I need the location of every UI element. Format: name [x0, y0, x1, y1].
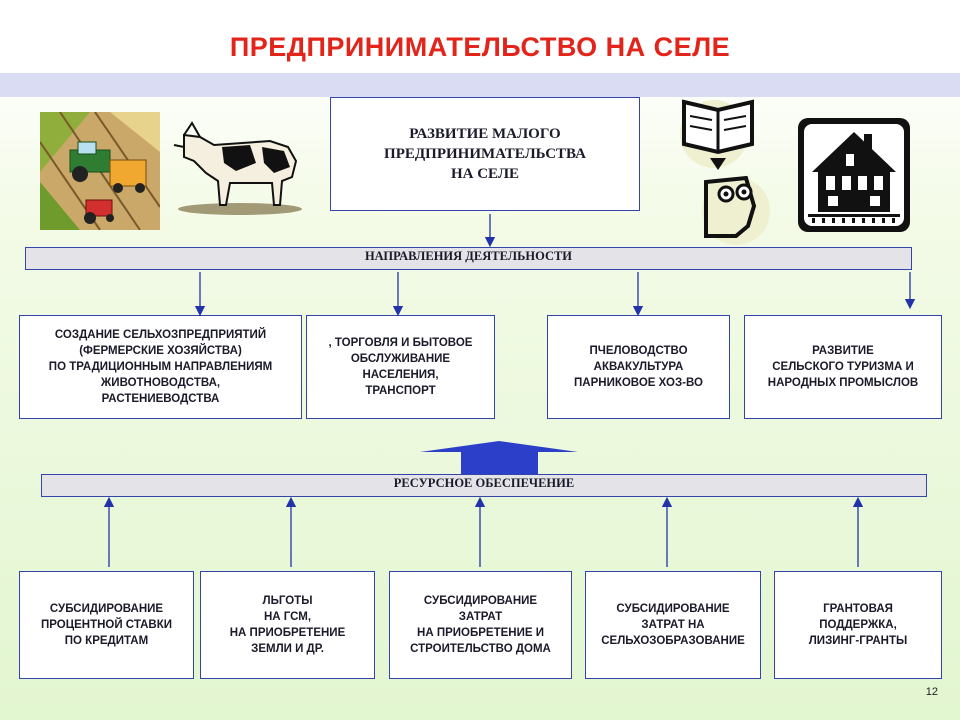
header-band [0, 73, 960, 97]
direction-box-beekeeping: ПЧЕЛОВОДСТВО АКВАКУЛЬТУРА ПАРНИКОВОЕ ХОЗ… [547, 315, 730, 419]
resource-box-grants: ГРАНТОВАЯ ПОДДЕРЖКА, ЛИЗИНГ-ГРАНТЫ [774, 571, 942, 679]
book-reader-icon [680, 99, 770, 245]
page-title: ПРЕДПРИНИМАТЕЛЬСТВО НА СЕЛЕ [229, 32, 731, 62]
resource-box-housing-subsidy: СУБСИДИРОВАНИЕ ЗАТРАТ НА ПРИОБРЕТЕНИЕ И … [389, 571, 572, 679]
cow-icon [173, 121, 302, 215]
direction-box-trade: , ТОРГОВЛЯ И БЫТОВОЕ ОБСЛУЖИВАНИЕ НАСЕЛЕ… [306, 315, 495, 419]
house-icon [798, 118, 910, 232]
main-topic-box: РАЗВИТИЕ МАЛОГО ПРЕДПРИНИМАТЕЛЬСТВА НА С… [330, 97, 640, 211]
resources-bar: РЕСУРСНОЕ ОБЕСПЕЧЕНИЕ [41, 474, 927, 497]
page-number: 12 [925, 686, 938, 698]
farm-machinery-icon [40, 112, 160, 230]
direction-box-tourism: РАЗВИТИЕ СЕЛЬСКОГО ТУРИЗМА И НАРОДНЫХ ПР… [744, 315, 942, 419]
directions-bar: НАПРАВЛЕНИЯ ДЕЯТЕЛЬНОСТИ [25, 247, 912, 270]
resource-box-interest-subsidy: СУБСИДИРОВАНИЕ ПРОЦЕНТНОЙ СТАВКИ ПО КРЕД… [19, 571, 194, 679]
big-up-arrow [420, 441, 578, 474]
resource-box-benefits: ЛЬГОТЫ НА ГСМ, НА ПРИОБРЕТЕНИЕ ЗЕМЛИ И Д… [200, 571, 375, 679]
direction-box-farms: СОЗДАНИЕ СЕЛЬХОЗПРЕДПРИЯТИЙ (ФЕРМЕРСКИЕ … [19, 315, 302, 419]
resource-box-education-subsidy: СУБСИДИРОВАНИЕ ЗАТРАТ НА СЕЛЬХОЗОБРАЗОВА… [585, 571, 761, 679]
